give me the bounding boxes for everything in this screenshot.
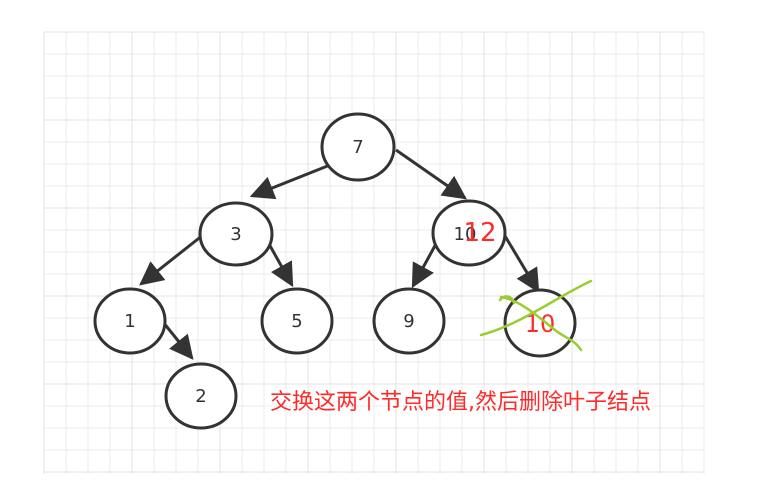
instruction-text: 交换这两个节点的值,然后删除叶子结点 <box>270 390 651 415</box>
edge-1-2 <box>161 321 194 360</box>
edge-10-9 <box>411 241 439 289</box>
edge-7-3 <box>249 163 331 200</box>
node-label: 10 <box>454 224 477 245</box>
strike-scribble <box>479 279 593 352</box>
node-1: 1 <box>93 287 167 355</box>
node-10-leaf-deleted: 10 <box>479 279 593 358</box>
node-label: 7 <box>352 137 363 158</box>
node-label: 1 <box>124 311 135 332</box>
edge-7-10 <box>395 148 467 200</box>
node-label: 2 <box>195 386 206 407</box>
replacement-value-annotation: 12 <box>463 218 496 248</box>
node-3: 3 <box>198 201 274 267</box>
background-grid <box>43 31 705 474</box>
node-label: 9 <box>403 311 414 332</box>
node-7: 7 <box>320 112 396 182</box>
edge-3-5 <box>267 243 294 288</box>
edge-10-leaf <box>503 235 540 294</box>
node-5: 5 <box>260 287 334 355</box>
edge-3-1 <box>139 233 204 286</box>
node-label: 5 <box>291 311 302 332</box>
node-label: 3 <box>230 224 241 245</box>
edges <box>139 148 540 360</box>
node-9: 9 <box>372 287 446 355</box>
node-2: 2 <box>164 362 238 430</box>
node-10: 10 12 <box>431 199 507 267</box>
